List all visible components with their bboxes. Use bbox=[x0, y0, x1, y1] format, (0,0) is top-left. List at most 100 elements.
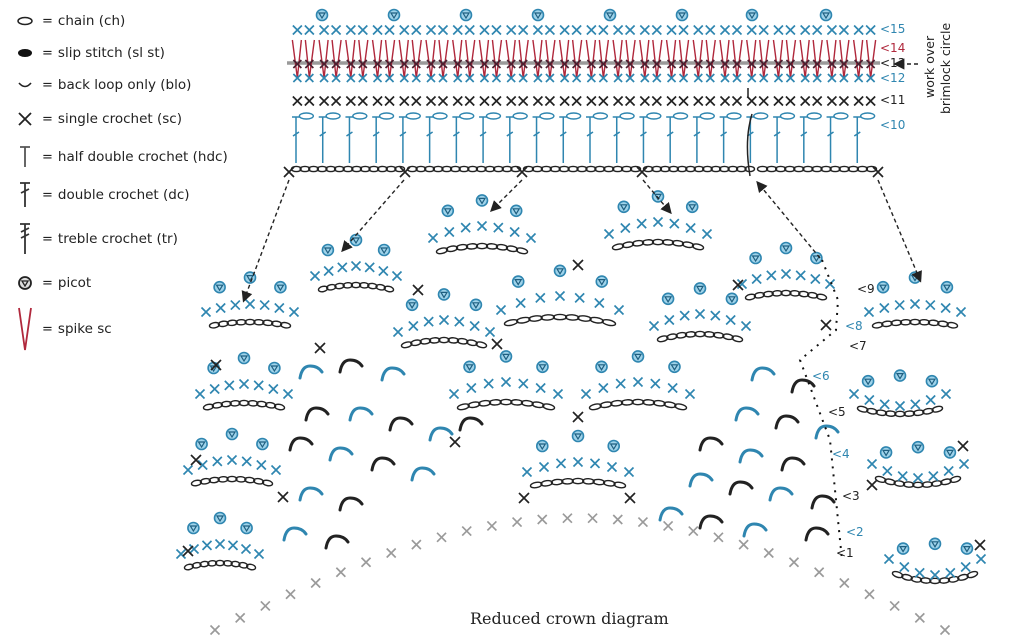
picot-mark bbox=[876, 280, 890, 294]
row-label: <3 bbox=[842, 489, 860, 503]
chain-stitch bbox=[594, 165, 606, 173]
row15-picot bbox=[745, 8, 759, 22]
anchor-sc bbox=[872, 166, 884, 178]
row15-sc bbox=[292, 24, 303, 36]
single-crochet-mark bbox=[613, 304, 625, 316]
single-crochet-mark bbox=[454, 316, 465, 327]
row15-sc bbox=[372, 24, 383, 36]
single-crochet-mark bbox=[732, 279, 744, 291]
row13-sc bbox=[506, 59, 516, 69]
spike-sc-mark bbox=[746, 39, 770, 79]
chain-stitch bbox=[702, 165, 713, 173]
chain-stitch bbox=[405, 112, 421, 120]
double-crochet-mark bbox=[452, 116, 461, 163]
chain-stitch bbox=[893, 480, 906, 487]
shell-motif bbox=[736, 241, 836, 301]
picot-inner bbox=[864, 378, 873, 386]
chain-stitch bbox=[449, 165, 461, 173]
row13-sc bbox=[533, 59, 543, 69]
single-crochet-mark bbox=[636, 218, 647, 229]
spike-sc-mark bbox=[612, 39, 636, 79]
single-crochet-mark bbox=[897, 471, 908, 482]
single-crochet-mark bbox=[210, 359, 222, 371]
chain-stitch bbox=[376, 165, 388, 173]
picot-circle bbox=[475, 194, 489, 207]
chain-stitch bbox=[244, 318, 256, 326]
row13-sc bbox=[732, 59, 742, 69]
chain-stitch bbox=[576, 165, 588, 173]
legend-item-chain: = chain (ch) bbox=[14, 6, 125, 36]
picot-inner bbox=[538, 364, 547, 371]
chain-stitch bbox=[685, 165, 696, 173]
row11-sc bbox=[532, 95, 544, 107]
row13-sc bbox=[518, 59, 528, 69]
back-loop-stitch bbox=[428, 426, 454, 442]
picot-inner bbox=[670, 364, 679, 371]
picot-mark bbox=[225, 427, 239, 441]
chain-stitch bbox=[921, 481, 934, 488]
row13-sc bbox=[572, 59, 582, 69]
single-crochet-mark bbox=[866, 479, 878, 491]
chain-stitch bbox=[529, 481, 543, 489]
row-label: <1 bbox=[836, 546, 854, 560]
chain-stitch bbox=[903, 410, 916, 417]
row12-sc bbox=[572, 73, 582, 83]
chain-stitch bbox=[815, 293, 828, 301]
double-crochet-mark bbox=[292, 116, 300, 163]
chain-stitch bbox=[368, 165, 380, 173]
chain-stitch bbox=[930, 480, 943, 487]
row12-sc bbox=[426, 73, 436, 83]
base-row-sc bbox=[763, 547, 774, 559]
chain-stitch bbox=[929, 577, 941, 585]
picot-mark bbox=[463, 360, 476, 374]
anchor-sc bbox=[636, 166, 648, 178]
back-loop-stitch bbox=[774, 414, 800, 430]
base-row-sc bbox=[914, 612, 925, 623]
chain-stitch bbox=[652, 399, 666, 407]
chain-stitch bbox=[202, 403, 215, 411]
back-loop-stitch bbox=[298, 486, 324, 502]
double-crochet-mark bbox=[639, 116, 648, 163]
picot-circle bbox=[893, 369, 907, 382]
single-crochet-mark bbox=[448, 388, 460, 400]
chain-stitch bbox=[902, 481, 915, 488]
spike-sc-mark bbox=[719, 39, 743, 79]
row11-sc bbox=[437, 95, 449, 107]
picot-inner bbox=[189, 525, 198, 533]
picot-inner bbox=[215, 515, 225, 523]
row11-sc bbox=[773, 95, 784, 107]
row12-sc bbox=[678, 73, 689, 83]
picot-circle bbox=[810, 251, 823, 265]
legend-label: single crochet (sc) bbox=[57, 111, 182, 127]
base-row-sc bbox=[310, 577, 321, 589]
dotted-arrow bbox=[341, 179, 405, 253]
single-crochet-mark bbox=[238, 378, 250, 390]
single-crochet-mark bbox=[899, 561, 910, 573]
single-crochet-mark bbox=[194, 388, 206, 400]
single-crochet-mark bbox=[694, 308, 706, 320]
chain-stitch bbox=[466, 339, 478, 347]
single-crochet-mark bbox=[879, 302, 890, 314]
chain-stitch bbox=[676, 165, 688, 173]
double-crochet-icon bbox=[14, 180, 36, 210]
single-crochet-mark bbox=[408, 320, 419, 332]
chain-stitch bbox=[333, 165, 345, 173]
chain-stitch bbox=[492, 165, 504, 173]
picot-inner bbox=[555, 268, 565, 275]
shell-motif bbox=[883, 537, 987, 585]
single-crochet-mark bbox=[652, 216, 664, 228]
picot-inner bbox=[605, 12, 615, 20]
row12-sc bbox=[518, 73, 528, 83]
chain-icon bbox=[14, 6, 36, 36]
chain-arc bbox=[400, 336, 488, 349]
legend-equals: = bbox=[42, 231, 53, 247]
single-crochet-mark bbox=[940, 388, 952, 400]
chain-stitch bbox=[447, 337, 460, 344]
dotted-arrow bbox=[490, 179, 523, 212]
row12-sc bbox=[854, 73, 864, 83]
chain-stitch bbox=[510, 399, 524, 406]
picot-mark bbox=[943, 446, 957, 459]
half-double-crochet-icon bbox=[14, 142, 36, 172]
anchor-sc bbox=[516, 166, 528, 178]
chain-stitch bbox=[693, 165, 705, 173]
